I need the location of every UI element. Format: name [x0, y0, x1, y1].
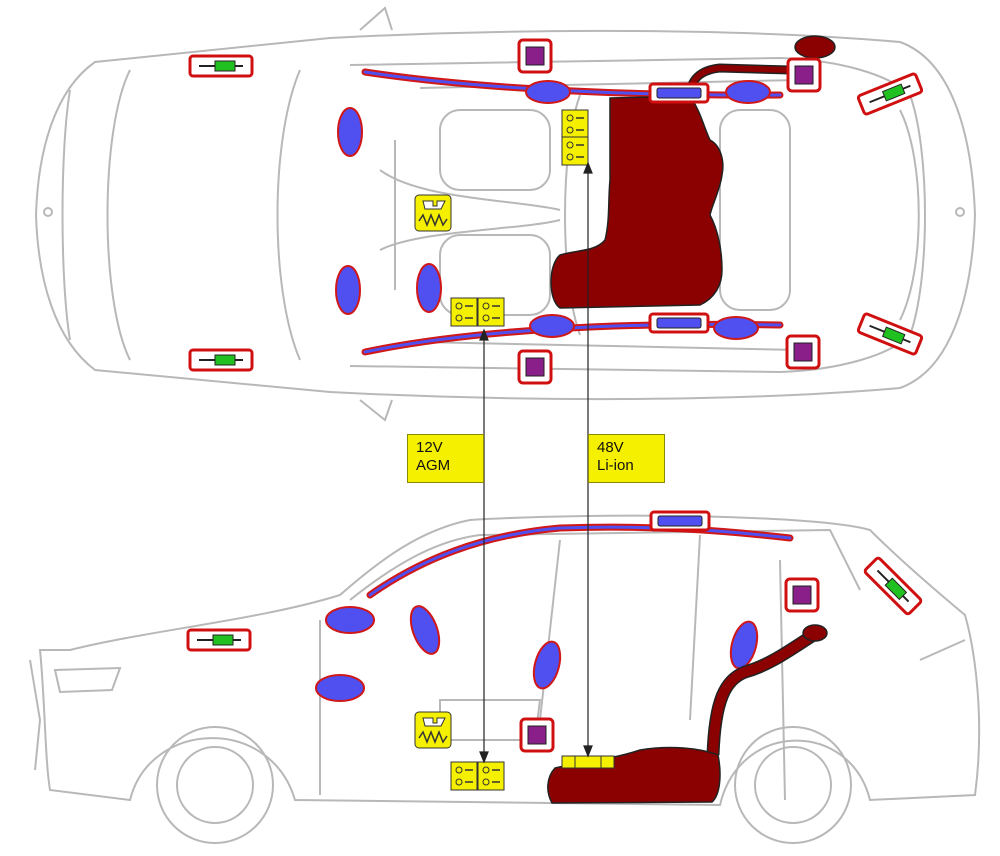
- airbag-icon: [525, 80, 571, 104]
- crash-sensor-icon: [862, 555, 924, 617]
- battery-12v-voltage: 12V: [416, 439, 443, 456]
- fuel-filler-cap: [794, 35, 836, 59]
- airbag-icon: [416, 263, 442, 313]
- airbag-icon: [532, 640, 562, 690]
- pressure-sensor-icon: [786, 57, 822, 93]
- pressure-sensor-icon: [784, 577, 820, 613]
- fuel-filler-cap: [802, 624, 828, 642]
- airbag-icon: [337, 107, 363, 157]
- battery-12v-type: AGM: [416, 457, 451, 474]
- airbag-icon: [725, 80, 771, 104]
- airbag-icon: [409, 605, 441, 655]
- airbag-icon: [729, 620, 759, 670]
- seatbelt-tensioner-icon: [414, 194, 452, 232]
- inflator-icon: [648, 312, 710, 334]
- crash-sensor-icon: [188, 348, 254, 372]
- crash-sensor-icon: [186, 628, 252, 652]
- battery-48v-callout: 48V Li-ion: [588, 434, 665, 483]
- inflator-icon: [648, 82, 710, 104]
- crash-sensor-icon: [188, 54, 254, 78]
- airbag-icon: [335, 265, 361, 315]
- fuel-tank-icon: [550, 95, 724, 309]
- battery-12v-connector: [479, 328, 489, 764]
- battery-48v-voltage: 48V: [597, 439, 624, 456]
- battery-12v-callout: 12V AGM: [407, 434, 484, 483]
- pressure-sensor-icon: [785, 334, 821, 370]
- inflator-icon: [649, 510, 711, 532]
- crash-sensor-icon: [856, 71, 924, 117]
- battery-48v-type: Li-ion: [597, 457, 634, 474]
- pressure-sensor-icon: [517, 349, 553, 385]
- airbag-icon: [325, 606, 375, 634]
- airbag-icon: [315, 674, 365, 702]
- pressure-sensor-icon: [517, 38, 553, 74]
- pressure-sensor-icon: [519, 717, 555, 753]
- car-side-view: [29, 514, 981, 844]
- seatbelt-tensioner-icon: [414, 711, 452, 749]
- airbag-icon: [529, 314, 575, 338]
- car-top-view: [34, 6, 977, 422]
- airbag-icon: [713, 316, 759, 340]
